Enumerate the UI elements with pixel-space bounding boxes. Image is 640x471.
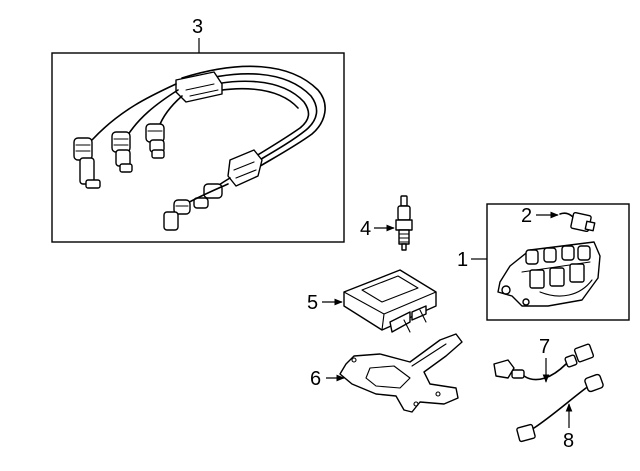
- callout-4: 4: [360, 218, 371, 240]
- callout-6: 6: [310, 368, 321, 390]
- callout-2: 2: [521, 205, 532, 227]
- plug-boot-3: [145, 123, 165, 159]
- ecm-mounting-bracket[interactable]: [326, 333, 463, 413]
- spark-plug-wire-set[interactable]: [51, 38, 345, 243]
- plug-boot-4: [193, 177, 231, 209]
- coil-frame: [486, 203, 630, 321]
- wire-set-frame: [51, 52, 345, 243]
- callout-3: 3: [192, 16, 203, 38]
- callout-5: 5: [307, 292, 318, 314]
- ignition-coil[interactable]: [471, 203, 630, 321]
- callout-1: 1: [457, 249, 468, 271]
- callout-7: 7: [539, 336, 550, 358]
- plug-boot-5: [163, 183, 229, 231]
- coil-connector[interactable]: [536, 211, 596, 233]
- callout-8: 8: [563, 430, 574, 452]
- plug-boot-2: [111, 131, 133, 173]
- engine-control-module[interactable]: [322, 269, 437, 333]
- plug-boot-1: [73, 137, 101, 189]
- spark-plug[interactable]: [374, 195, 413, 251]
- knock-sensor[interactable]: [516, 373, 604, 443]
- crankshaft-position-sensor[interactable]: [493, 343, 595, 383]
